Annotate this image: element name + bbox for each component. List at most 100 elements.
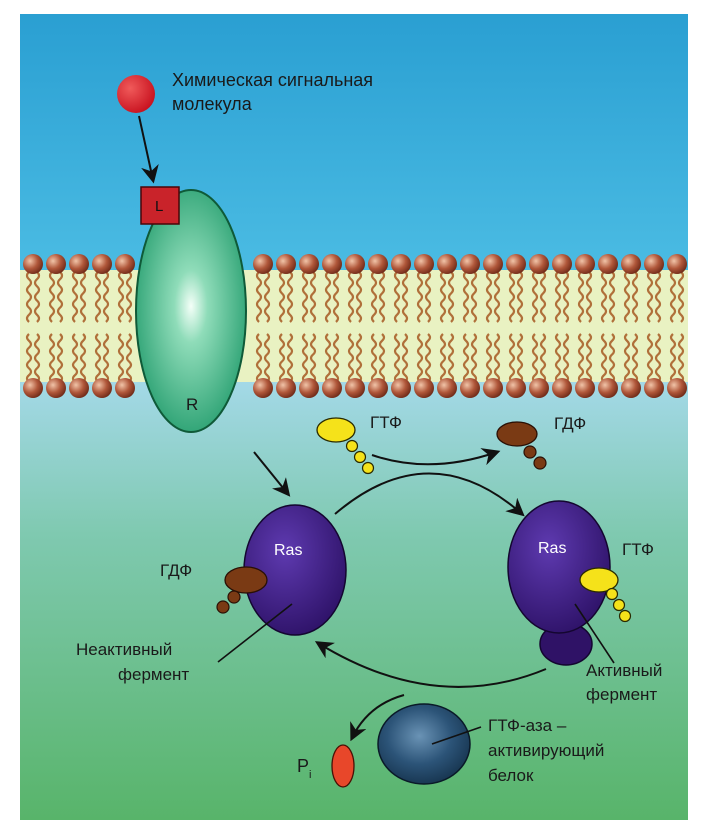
lipid-tail-lower [516, 333, 524, 383]
lipid-head-lower [253, 378, 273, 398]
lipid-tail-lower [309, 333, 317, 383]
gdp-top-icon [496, 421, 547, 470]
lipid-head-lower [345, 378, 365, 398]
gap-label-line3: белок [488, 766, 534, 785]
gtp-top-icon [316, 417, 375, 475]
lipid-tail-upper [424, 271, 432, 323]
gdp-top-label: ГДФ [554, 414, 586, 433]
lipid-tail-lower [424, 333, 432, 383]
lipid-tail-upper [263, 271, 271, 323]
lipid-tail-upper [462, 271, 470, 323]
lipid-head-lower [598, 378, 618, 398]
lipid-head-upper [621, 254, 641, 274]
lipid-tail-lower [393, 333, 401, 383]
lipid-head-upper [368, 254, 388, 274]
lipid-tail-lower [554, 333, 562, 383]
lipid-tail-lower [562, 333, 570, 383]
lipid-tail-upper [309, 271, 317, 323]
lipid-head-lower [322, 378, 342, 398]
lipid-tail-upper [623, 271, 631, 323]
ligand-label: L [155, 198, 163, 215]
active-label-line1: Активный [586, 661, 662, 680]
lipid-tail-lower [102, 333, 110, 383]
lipid-tail-lower [646, 333, 654, 383]
gtp-right-icon [579, 567, 632, 623]
lipid-tail-upper [79, 271, 87, 323]
lipid-head-lower [414, 378, 434, 398]
phosphate-label: Pi [297, 756, 311, 781]
lipid-tail-upper [485, 271, 493, 323]
lipid-head-lower [621, 378, 641, 398]
activation-arrow [253, 451, 291, 497]
lipid-tail-lower [608, 333, 616, 383]
lipid-head-upper [414, 254, 434, 274]
lipid-tail-lower [669, 333, 677, 383]
lipid-head-lower [368, 378, 388, 398]
lipid-head-lower [276, 378, 296, 398]
lipid-tail-upper [71, 271, 79, 323]
lipid-tail-upper [562, 271, 570, 323]
gtp-right-label: ГТФ [622, 540, 654, 559]
gap-label-line1: ГТФ-аза – [488, 716, 567, 735]
lipid-head-upper [299, 254, 319, 274]
lipid-tail-lower [447, 333, 455, 383]
lipid-head-upper [437, 254, 457, 274]
lipid-head-lower [506, 378, 526, 398]
ras-right-label: Ras [538, 540, 566, 557]
lipid-tail-upper [102, 271, 110, 323]
lipid-head-upper [598, 254, 618, 274]
lipid-head-lower [92, 378, 112, 398]
lipid-tail-lower [470, 333, 478, 383]
lipid-bilayer [23, 254, 687, 398]
lipid-tail-upper [301, 271, 309, 323]
lipid-head-lower [115, 378, 135, 398]
lipid-head-upper [483, 254, 503, 274]
lipid-tail-upper [493, 271, 501, 323]
phosphate-release-arrow [350, 694, 405, 742]
lipid-tail-upper [255, 271, 263, 323]
signal-binding-arrow [138, 115, 159, 184]
phosphate-label-sub: i [309, 769, 311, 781]
lipid-head-lower [460, 378, 480, 398]
lipid-head-upper [322, 254, 342, 274]
phosphate-icon [331, 744, 355, 788]
lipid-head-upper [115, 254, 135, 274]
gap-pointer [431, 726, 482, 745]
gap-label-line2: активирующий [488, 741, 604, 760]
lipid-head-upper [506, 254, 526, 274]
lipid-tail-upper [631, 271, 639, 323]
lipid-tail-lower [416, 333, 424, 383]
lipid-head-upper [552, 254, 572, 274]
lipid-head-upper [460, 254, 480, 274]
lipid-tail-lower [623, 333, 631, 383]
lipid-tail-lower [631, 333, 639, 383]
lipid-tail-upper [447, 271, 455, 323]
lipid-head-upper [391, 254, 411, 274]
lipid-head-upper [575, 254, 595, 274]
gap-protein [377, 703, 471, 785]
lipid-head-upper [644, 254, 664, 274]
lipid-tail-lower [577, 333, 585, 383]
lipid-tail-upper [25, 271, 33, 323]
lipid-tail-lower [117, 333, 125, 383]
lipid-head-upper [92, 254, 112, 274]
lipid-head-upper [276, 254, 296, 274]
lipid-tail-upper [677, 271, 685, 323]
lipid-tail-upper [393, 271, 401, 323]
lipid-tail-upper [56, 271, 64, 323]
lipid-head-lower [69, 378, 89, 398]
lipid-tail-upper [600, 271, 608, 323]
lipid-tail-upper [439, 271, 447, 323]
lipid-tail-upper [516, 271, 524, 323]
lipid-tail-upper [585, 271, 593, 323]
lipid-tail-upper [324, 271, 332, 323]
lipid-tail-lower [255, 333, 263, 383]
lipid-tail-lower [401, 333, 409, 383]
lipid-tail-lower [539, 333, 547, 383]
lipid-tail-upper [577, 271, 585, 323]
lipid-tail-upper [401, 271, 409, 323]
lipid-tail-lower [378, 333, 386, 383]
lipid-tail-lower [33, 333, 41, 383]
lipid-tail-upper [332, 271, 340, 323]
lipid-tail-upper [370, 271, 378, 323]
